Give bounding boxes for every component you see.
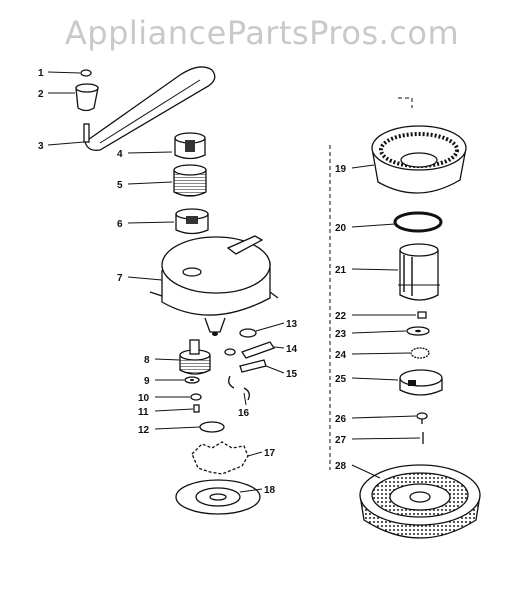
part-18-base-plate bbox=[175, 479, 261, 515]
callout-10: 10 bbox=[138, 393, 150, 404]
part-7-housing bbox=[149, 235, 279, 336]
part-17-star-wheel bbox=[191, 441, 249, 475]
part-14-latch bbox=[224, 341, 276, 359]
callout-19: 19 bbox=[335, 164, 347, 175]
callout-12: 12 bbox=[138, 425, 150, 436]
part-24-bushing bbox=[410, 347, 430, 359]
part-16-spring-clip bbox=[228, 375, 250, 401]
callout-4: 4 bbox=[117, 149, 123, 160]
part-9-washer bbox=[184, 376, 200, 384]
callout-21: 21 bbox=[335, 265, 347, 276]
callout-5: 5 bbox=[117, 180, 123, 191]
part-15-pawl bbox=[239, 359, 267, 373]
part-8-gear bbox=[179, 339, 211, 375]
part-19-ring-gear bbox=[371, 125, 467, 194]
leader-lines bbox=[47, 71, 421, 493]
callout-labels: 1 2 3 4 5 6 7 8 9 10 11 12 13 14 15 16 1… bbox=[38, 68, 347, 496]
part-20-o-ring bbox=[393, 211, 443, 233]
callout-20: 20 bbox=[335, 223, 347, 234]
part-1-clip bbox=[80, 69, 92, 77]
callout-2: 2 bbox=[38, 89, 44, 100]
callout-8: 8 bbox=[144, 355, 150, 366]
callout-22: 22 bbox=[335, 311, 347, 322]
part-25-cutter-hub bbox=[399, 369, 443, 396]
part-13-clip bbox=[239, 328, 257, 338]
part-23-washer bbox=[406, 326, 430, 336]
callout-7: 7 bbox=[117, 273, 123, 284]
part-28-grinding-base bbox=[359, 464, 481, 539]
callout-25: 25 bbox=[335, 374, 347, 385]
callout-23: 23 bbox=[335, 329, 347, 340]
part-21-motor bbox=[398, 243, 440, 301]
callout-13: 13 bbox=[286, 319, 298, 330]
callout-1: 1 bbox=[38, 68, 44, 79]
part-12-ring bbox=[199, 421, 225, 433]
alignment-line bbox=[329, 97, 413, 470]
part-22-key bbox=[417, 311, 427, 319]
callout-14: 14 bbox=[286, 344, 298, 355]
callout-28: 28 bbox=[335, 461, 347, 472]
part-5-spring bbox=[173, 164, 207, 197]
watermark: AppliancePartsPros.com bbox=[64, 14, 460, 52]
part-10-washer bbox=[190, 393, 202, 401]
part-2-knob bbox=[75, 83, 99, 112]
callout-6: 6 bbox=[117, 219, 123, 230]
callout-3: 3 bbox=[38, 141, 44, 152]
part-26-screw bbox=[416, 412, 428, 424]
callout-27: 27 bbox=[335, 435, 347, 446]
part-4-coupling bbox=[174, 132, 206, 160]
callout-9: 9 bbox=[144, 376, 150, 387]
callout-17: 17 bbox=[264, 448, 276, 459]
callout-24: 24 bbox=[335, 350, 347, 361]
part-11-screw bbox=[193, 404, 200, 413]
callout-16: 16 bbox=[238, 408, 250, 419]
callout-18: 18 bbox=[264, 485, 276, 496]
callout-26: 26 bbox=[335, 414, 347, 425]
callout-15: 15 bbox=[286, 369, 298, 380]
callout-11: 11 bbox=[138, 407, 149, 418]
part-6-drive-collar bbox=[175, 208, 209, 235]
part-3-lever-arm bbox=[83, 66, 216, 151]
